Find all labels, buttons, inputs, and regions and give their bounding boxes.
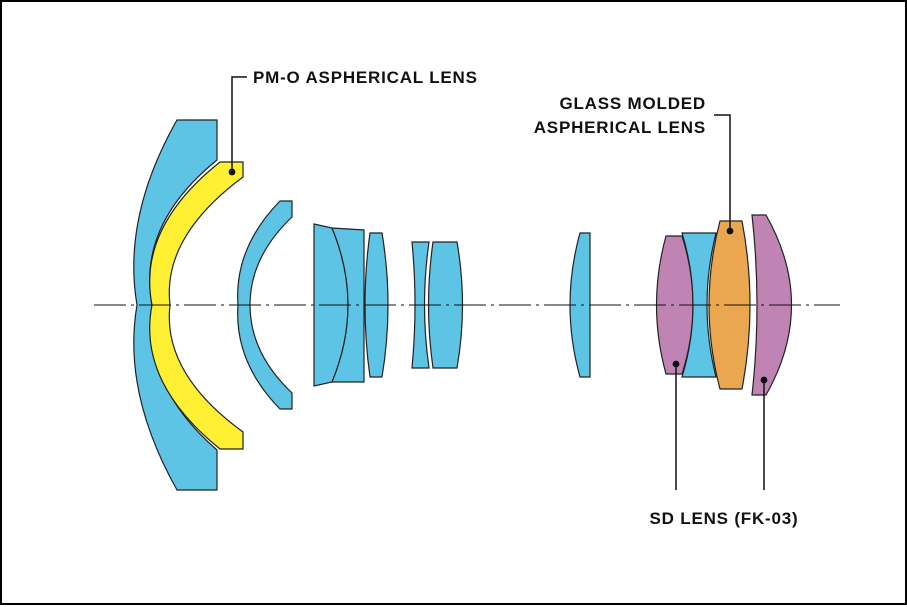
pm-o-label: PM-O ASPHERICAL LENS (253, 68, 478, 87)
lens-element-1 (133, 119, 218, 491)
leader-dot-sd-left (672, 360, 680, 368)
leader-dot-glass-molded (726, 227, 734, 235)
sd-lens-label: SD LENS (FK-03) (650, 509, 799, 528)
leader-dot-pm-o (228, 168, 236, 176)
glass-molded-label-line1: GLASS MOLDED (559, 94, 706, 113)
leader-dot-sd-right (760, 376, 768, 384)
glass-molded-label-line2: ASPHERICAL LENS (534, 118, 706, 137)
leader-glass-molded (714, 114, 731, 231)
lens-element-6b (427, 241, 464, 369)
lens-element-3 (237, 200, 293, 410)
lens-element-7 (569, 232, 591, 378)
pm-o-aspherical-lens (149, 161, 244, 450)
leader-pm-o (231, 76, 247, 172)
